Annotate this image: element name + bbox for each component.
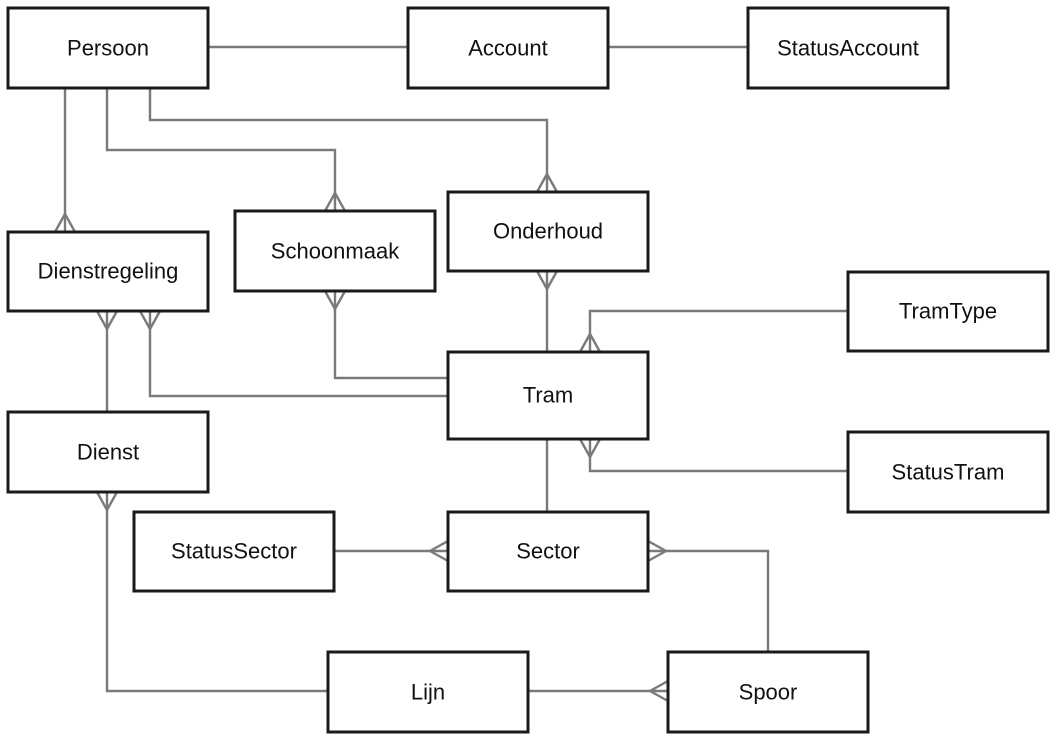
entity-label: StatusAccount bbox=[777, 36, 919, 61]
rel-persoon-schoonmaak bbox=[105, 88, 337, 211]
entity-label: Sector bbox=[516, 539, 580, 564]
entity-label: Spoor bbox=[739, 680, 798, 705]
rel-tramtype-tram bbox=[588, 309, 848, 352]
crowfoot-schoonmaak-persoon bbox=[323, 192, 347, 212]
crowfoot-tram-statustram bbox=[578, 438, 602, 458]
crowfoot-dienst-lijn bbox=[95, 491, 119, 511]
entity-label: Account bbox=[468, 36, 548, 61]
entity-label: Schoonmaak bbox=[271, 239, 400, 264]
crowfoot-spoor-lijn bbox=[649, 679, 669, 703]
entity-account[interactable]: Account bbox=[406, 6, 610, 90]
entity-label: Persoon bbox=[67, 36, 149, 61]
rel-statustram-tram bbox=[588, 439, 848, 473]
crowfoot-sector-statussector bbox=[429, 539, 449, 563]
rel-spoor-sector bbox=[648, 549, 770, 652]
rel-lijn-dienst bbox=[105, 492, 328, 693]
entity-label: Onderhoud bbox=[493, 219, 603, 244]
entity-persoon[interactable]: Persoon bbox=[6, 6, 210, 90]
crowfoot-dienstregeling-tram bbox=[138, 310, 162, 330]
entity-dienst[interactable]: Dienst bbox=[6, 410, 210, 494]
entity-dienstregeling[interactable]: Dienstregeling bbox=[6, 230, 210, 313]
crowfoot-dienstregeling-persoon bbox=[53, 213, 77, 233]
crowfoot-tram-tramtype bbox=[578, 333, 602, 353]
crowfoot-sector-spoor bbox=[647, 539, 667, 563]
crowfoot-schoonmaak-tram bbox=[323, 290, 347, 310]
entity-schoonmaak[interactable]: Schoonmaak bbox=[233, 209, 437, 293]
entity-label: TramType bbox=[899, 299, 997, 324]
entity-label: StatusTram bbox=[892, 460, 1005, 485]
entity-label: Lijn bbox=[411, 680, 445, 705]
entity-label: Dienst bbox=[77, 440, 139, 465]
cardinality-markers bbox=[53, 173, 669, 703]
entity-tramtype[interactable]: TramType bbox=[846, 270, 1050, 353]
rel-tram-schoonmaak bbox=[333, 291, 448, 380]
entity-onderhoud[interactable]: Onderhoud bbox=[446, 190, 650, 273]
entity-statusaccount[interactable]: StatusAccount bbox=[746, 6, 950, 90]
crowfoot-onderhoud-persoon bbox=[535, 173, 559, 193]
rel-tram-dienstregeling bbox=[148, 311, 448, 398]
entity-label: Tram bbox=[523, 383, 574, 408]
relationship-lines bbox=[63, 45, 848, 693]
entity-statussector[interactable]: StatusSector bbox=[132, 510, 336, 593]
entity-lijn[interactable]: Lijn bbox=[326, 650, 530, 734]
entity-label: Dienstregeling bbox=[38, 259, 179, 284]
rel-persoon-onderhoud bbox=[148, 88, 549, 192]
crowfoot-dienstregeling-dienst bbox=[95, 310, 119, 330]
crowfoot-onderhoud-tram bbox=[535, 270, 559, 290]
entity-spoor[interactable]: Spoor bbox=[666, 650, 870, 734]
entity-statustram[interactable]: StatusTram bbox=[846, 430, 1050, 514]
entity-label: StatusSector bbox=[171, 539, 297, 564]
entity-tram[interactable]: Tram bbox=[446, 350, 650, 441]
entity-sector[interactable]: Sector bbox=[446, 510, 650, 593]
